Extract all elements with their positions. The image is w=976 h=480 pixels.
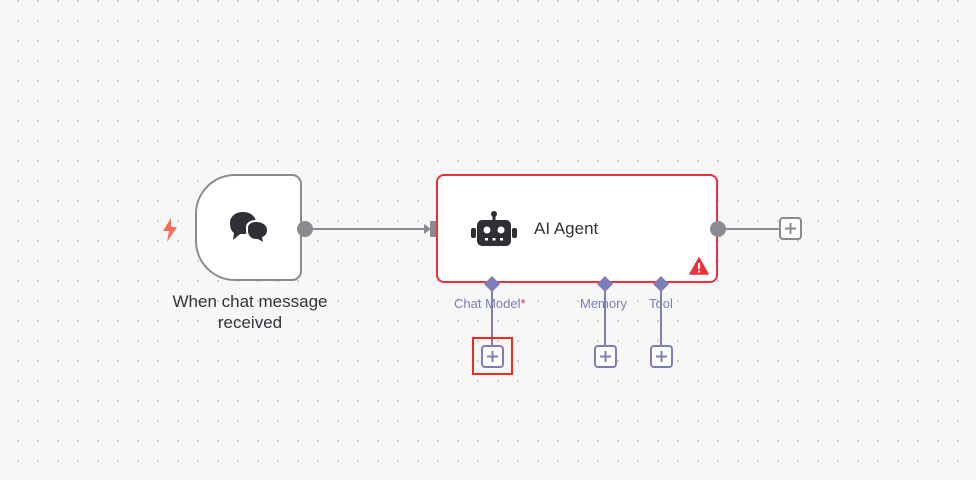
agent-output-add-button[interactable]	[779, 217, 802, 240]
agent-node-title: AI Agent	[534, 219, 599, 238]
required-asterisk: *	[520, 296, 526, 311]
tool-port-label: Tool	[649, 296, 673, 312]
memory-port-label: Memory	[580, 296, 627, 312]
tool-label-text: Tool	[649, 296, 673, 311]
trigger-node-label: When chat message received	[150, 291, 350, 333]
trigger-output-handle[interactable]	[296, 220, 314, 238]
trigger-label-line1: When chat message	[172, 292, 328, 311]
warning-triangle-icon[interactable]	[689, 257, 709, 275]
agent-output-handle[interactable]	[709, 220, 727, 238]
chat-model-port-handle[interactable]	[483, 275, 501, 293]
robot-icon	[471, 210, 517, 248]
chat-model-highlight-box	[472, 337, 513, 375]
trigger-label-line2: received	[217, 313, 283, 332]
chat-model-label-text: Chat Model	[454, 296, 521, 311]
trigger-node-chat[interactable]	[195, 174, 302, 281]
chat-bubbles-icon	[227, 209, 273, 249]
chat-model-port-label: Chat Model*	[454, 296, 526, 312]
memory-port-handle[interactable]	[596, 275, 614, 293]
memory-add-button[interactable]	[594, 345, 617, 368]
tool-add-button[interactable]	[650, 345, 673, 368]
chat-model-add-button[interactable]	[481, 345, 504, 368]
memory-label-text: Memory	[580, 296, 627, 311]
tool-port-handle[interactable]	[652, 275, 670, 293]
lightning-bolt-icon	[160, 217, 180, 243]
